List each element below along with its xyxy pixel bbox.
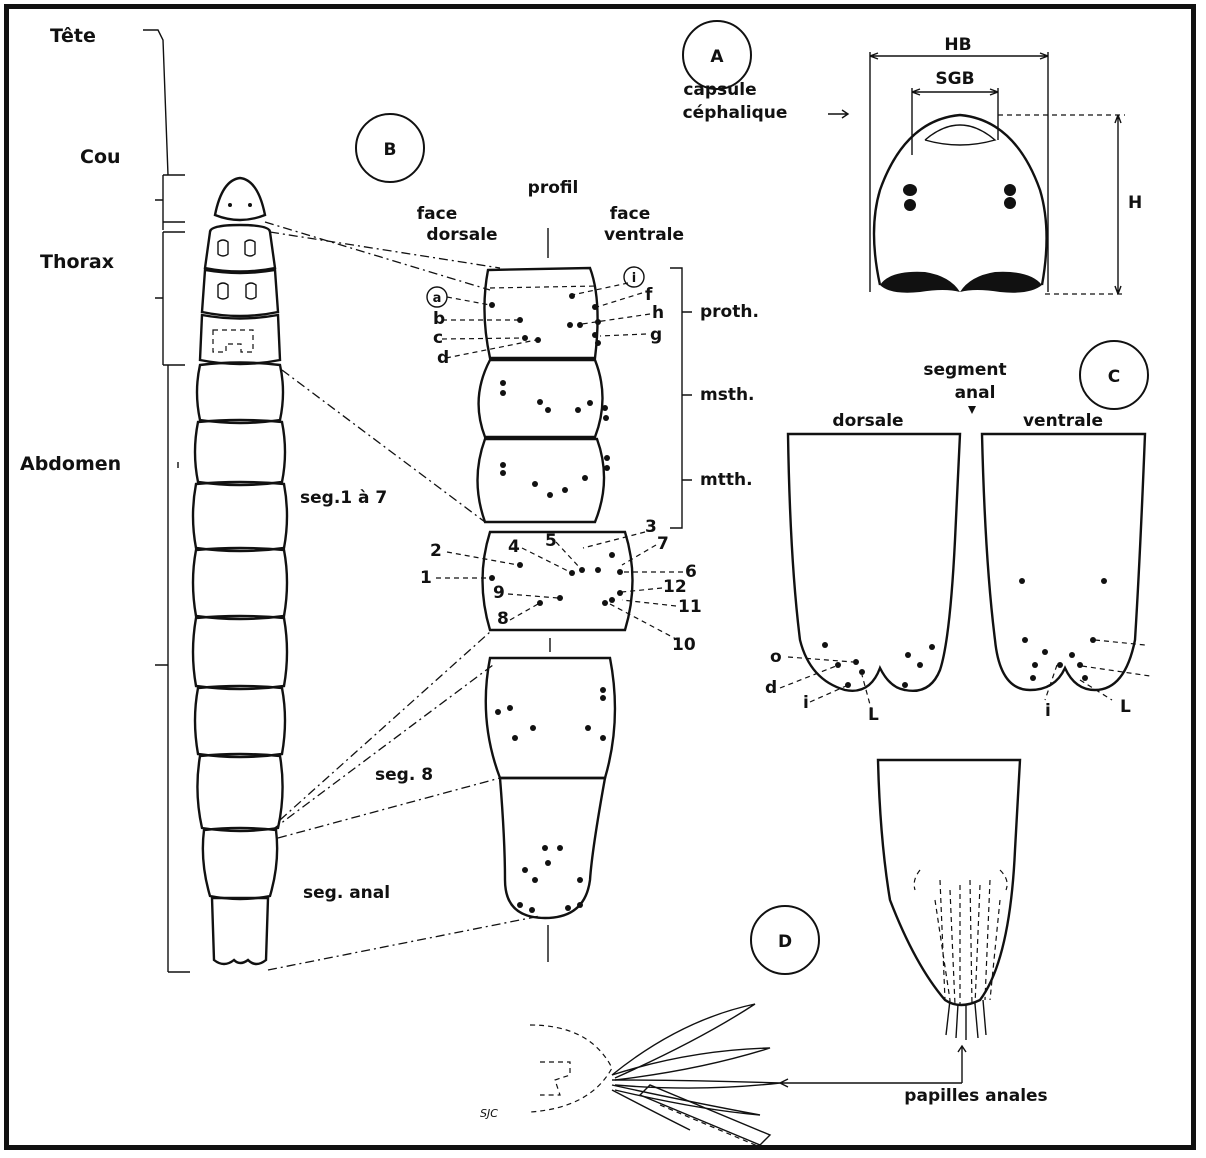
seta-3: 3 xyxy=(645,517,657,537)
label-sgb: SGB xyxy=(935,69,974,89)
label-l-right: L xyxy=(1120,697,1131,717)
seta-4: 4 xyxy=(508,537,520,557)
abdominal-segment-5 xyxy=(193,616,287,689)
panel-a-label: A xyxy=(710,47,724,67)
abdominal-segment-8 xyxy=(203,828,277,899)
prothorax-setae: a i b c d f h g xyxy=(427,267,664,368)
left-brackets xyxy=(143,30,190,972)
segment-8-setae xyxy=(495,687,606,741)
author-signature: SJC xyxy=(480,1107,498,1120)
seta-11: 11 xyxy=(678,597,702,617)
panel-d-label: D xyxy=(778,932,792,952)
label-h: H xyxy=(1128,193,1142,213)
seta-g: g xyxy=(650,325,662,345)
abdominal-segment-6 xyxy=(195,686,285,757)
label-c-dorsale: dorsale xyxy=(832,411,903,431)
profile-thorax xyxy=(478,268,605,522)
profile-segment-8 xyxy=(486,658,615,778)
seta-7: 7 xyxy=(657,534,669,554)
label-abdomen: Abdomen xyxy=(20,453,121,475)
seta-h: h xyxy=(652,303,664,323)
label-i-left: i xyxy=(803,693,809,713)
papillae-enlarged xyxy=(530,1004,780,1147)
capsule-line2: céphalique xyxy=(683,103,788,123)
seta-12: 12 xyxy=(663,577,687,597)
label-c-d: d xyxy=(765,678,777,698)
abdominal-segment-2 xyxy=(195,420,285,485)
label-proth: proth. xyxy=(700,302,759,322)
segment-anal-line1: segment xyxy=(923,360,1006,380)
label-c-ventrale: ventrale xyxy=(1023,411,1103,431)
seta-5: 5 xyxy=(545,531,557,551)
thorax-bracket xyxy=(670,268,692,528)
anal-papillae-detail xyxy=(780,760,1020,1087)
seta-2: 2 xyxy=(430,541,442,561)
profil-label: profil xyxy=(528,178,579,198)
abdominal-segment-7 xyxy=(197,754,282,831)
seta-1: 1 xyxy=(420,568,432,588)
abdominal-segment-1 xyxy=(197,363,283,424)
label-msth: msth. xyxy=(700,385,755,405)
face-dorsale-line1: face xyxy=(417,204,457,224)
label-seg-1-7: seg.1 à 7 xyxy=(300,488,387,508)
abdominal-segment-3 xyxy=(193,482,287,551)
label-cou: Cou xyxy=(80,146,121,168)
seta-f: f xyxy=(645,285,653,305)
label-seg-anal: seg. anal xyxy=(303,883,390,903)
seta-10: 10 xyxy=(672,635,696,655)
panel-c-label: C xyxy=(1108,367,1120,387)
head-capsule xyxy=(870,52,1125,294)
anal-segment-ventral xyxy=(982,434,1150,700)
label-tete: Tête xyxy=(50,25,96,47)
segment-anal-line2: anal xyxy=(955,383,996,403)
capsule-line1: capsule xyxy=(683,80,756,100)
face-dorsale-line2: dorsale xyxy=(426,225,497,245)
larva-body xyxy=(193,178,287,964)
face-ventrale-line1: face xyxy=(610,204,650,224)
label-mtth: mtth. xyxy=(700,470,753,490)
seta-i: i xyxy=(632,271,636,286)
label-seg-8: seg. 8 xyxy=(375,765,433,785)
panel-b-label: B xyxy=(384,140,397,160)
label-hb: HB xyxy=(944,35,971,55)
label-o: o xyxy=(770,647,782,667)
label-l-left: L xyxy=(868,705,879,725)
anal-segment-setae xyxy=(517,845,583,913)
metathorax xyxy=(200,315,280,364)
profile-anal-segment xyxy=(500,778,605,962)
abdominal-segment-4 xyxy=(193,548,287,619)
abdominal-setae: 1 2 3 4 5 6 7 8 9 10 11 12 xyxy=(420,517,702,655)
seta-c: c xyxy=(433,328,443,348)
larva-head xyxy=(215,178,265,220)
seta-b: b xyxy=(433,309,445,329)
label-papilles-anales: papilles anales xyxy=(904,1086,1047,1106)
profile-abdomen-segment xyxy=(483,532,633,652)
label-i-right: i xyxy=(1045,701,1051,721)
face-ventrale-line2: ventrale xyxy=(604,225,684,245)
mesothorax xyxy=(202,270,278,316)
seta-9: 9 xyxy=(493,583,505,603)
seta-a: a xyxy=(433,291,442,306)
label-thorax: Thorax xyxy=(40,251,114,273)
seta-8: 8 xyxy=(497,609,509,629)
prothorax xyxy=(205,225,275,272)
anal-segment xyxy=(212,898,268,964)
seta-6: 6 xyxy=(685,562,697,582)
